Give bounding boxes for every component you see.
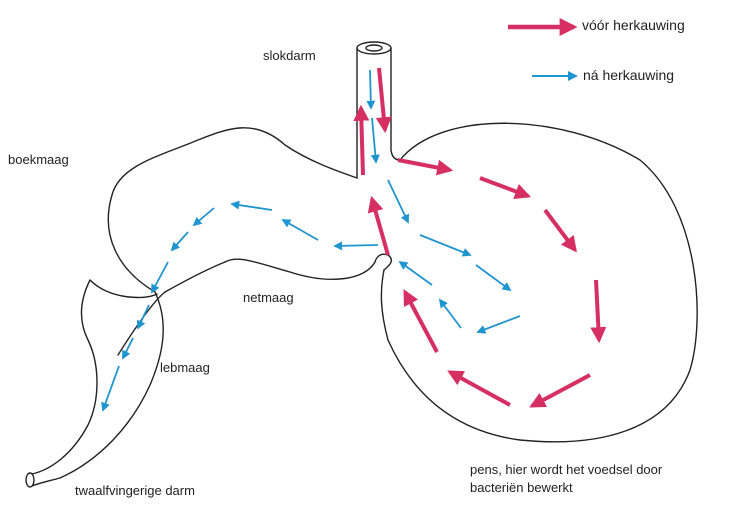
after-arrows <box>103 70 520 410</box>
after-flow-arrow-13 <box>172 232 188 250</box>
label-pens-line1: pens, hier wordt het voedsel door <box>470 462 662 477</box>
before-flow-arrow-4 <box>545 210 575 250</box>
after-flow-arrow-15 <box>138 305 149 328</box>
abomasum-outline <box>32 292 163 486</box>
duodenum-opening <box>26 473 34 487</box>
after-flow-arrow-1 <box>370 70 371 108</box>
after-flow-arrow-8 <box>400 262 432 285</box>
legend-before-label: vóór herkauwing <box>582 17 685 33</box>
before-flow-arrow-5 <box>596 280 599 340</box>
after-flow-arrow-14 <box>152 262 168 292</box>
label-twaalfvingerige-darm: twaalfvingerige darm <box>75 483 195 498</box>
after-flow-arrow-4 <box>420 235 470 255</box>
before-arrows <box>361 68 599 406</box>
after-flow-arrow-17 <box>103 366 119 410</box>
label-boekmaag: boekmaag <box>8 152 69 167</box>
after-flow-arrow-16 <box>123 338 133 358</box>
after-flow-arrow-11 <box>232 204 272 210</box>
after-flow-arrow-2 <box>372 118 376 162</box>
label-pens-line2: bacteriën bewerkt <box>470 480 573 495</box>
after-flow-arrow-12 <box>194 208 214 225</box>
before-flow-arrow-3 <box>480 178 528 196</box>
before-flow-arrow-9 <box>372 199 388 255</box>
after-flow-arrow-10 <box>283 220 318 240</box>
label-slokdarm: slokdarm <box>263 48 316 63</box>
esophagus-opening <box>357 42 391 54</box>
before-flow-arrow-2 <box>398 160 450 170</box>
label-lebmaag: lebmaag <box>160 360 210 375</box>
reticulum-outline <box>225 259 375 279</box>
before-flow-arrow-1 <box>379 68 385 130</box>
before-flow-arrow-6 <box>532 375 590 406</box>
label-netmaag: netmaag <box>243 290 294 305</box>
omasum-outline <box>108 128 357 292</box>
after-flow-arrow-6 <box>478 316 520 332</box>
before-flow-arrow-7 <box>450 372 510 405</box>
after-flow-arrow-3 <box>388 180 408 222</box>
before-flow-arrow-10 <box>361 108 363 175</box>
legend-arrows <box>508 27 576 76</box>
esophagus-right <box>391 48 400 160</box>
after-flow-arrow-9 <box>335 245 378 246</box>
legend-after-label: ná herkauwing <box>583 67 674 83</box>
before-flow-arrow-8 <box>405 292 437 352</box>
after-flow-arrow-7 <box>440 300 461 328</box>
after-flow-arrow-5 <box>476 265 510 290</box>
